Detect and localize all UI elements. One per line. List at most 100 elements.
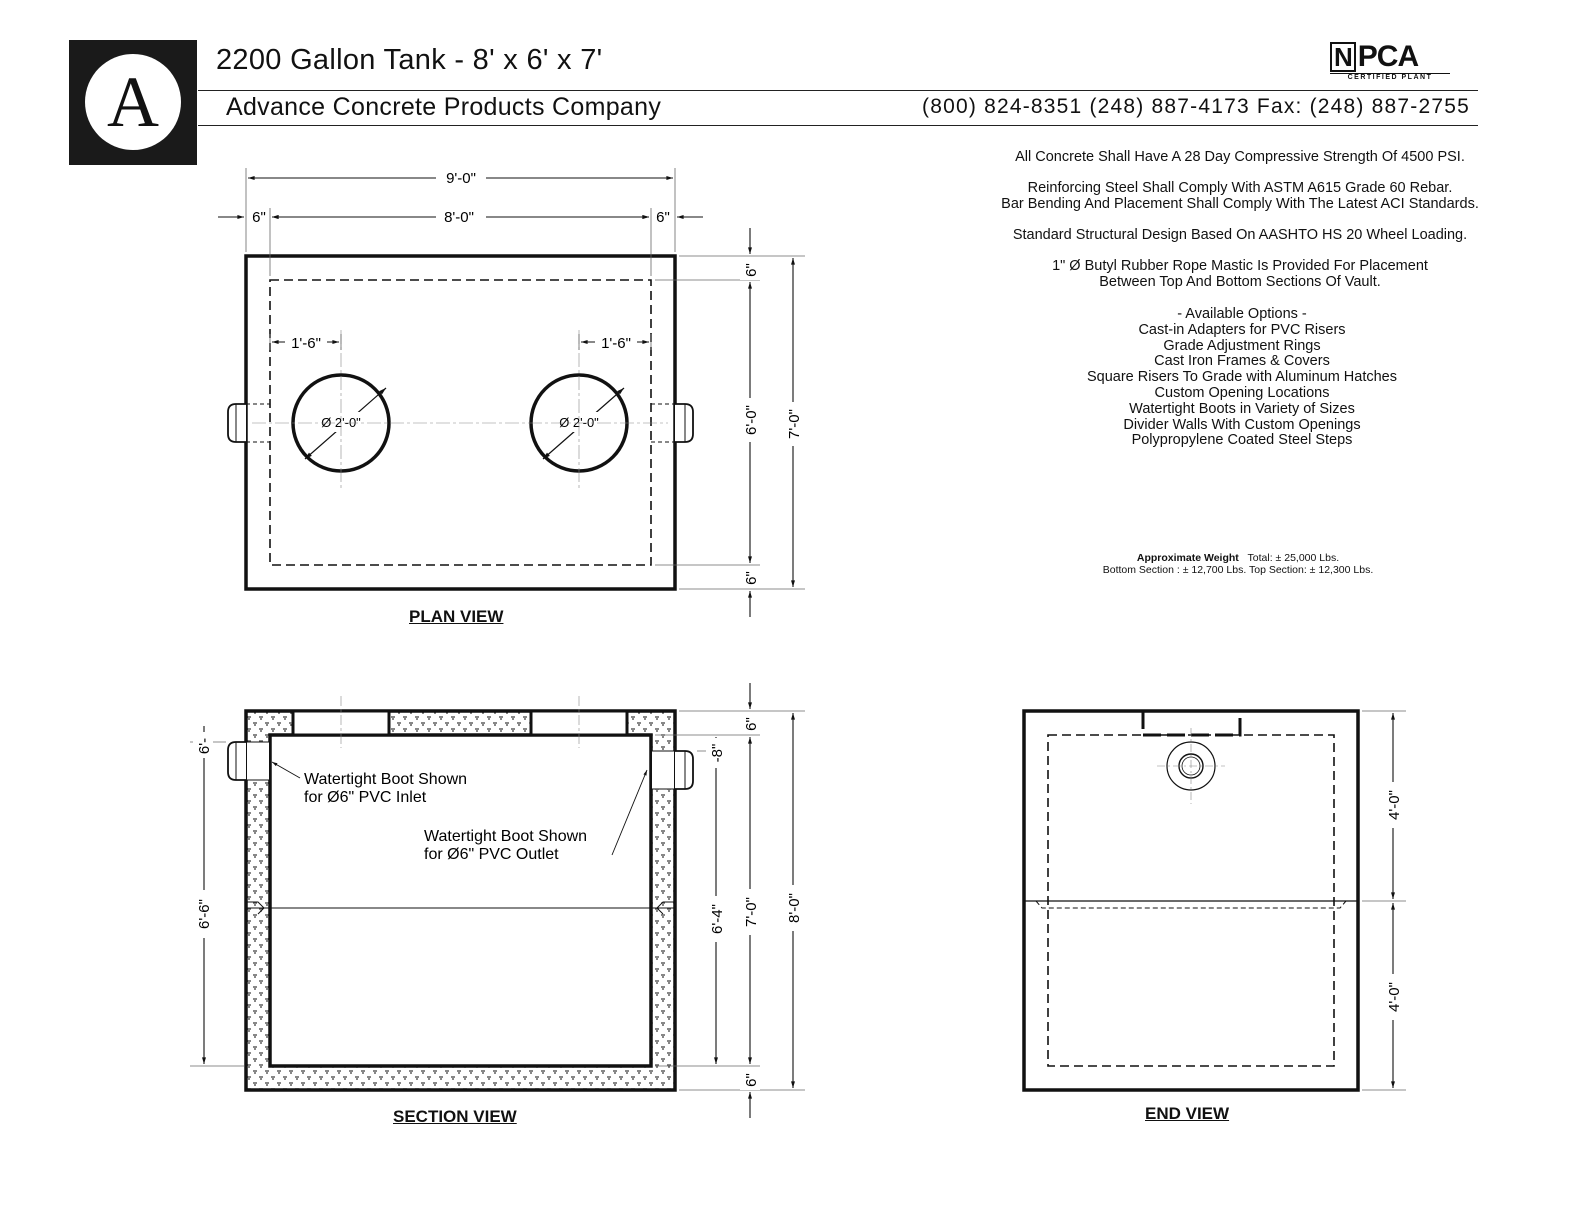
general-notes: All Concrete Shall Have A 28 Day Compres… [975, 149, 1505, 305]
option-item: Grade Adjustment Rings [1163, 337, 1321, 354]
dim-outer-width-text: 7'-0" [786, 409, 803, 439]
outlet-hole [652, 751, 674, 789]
label-bg [1383, 974, 1403, 1020]
option-item: Polypropylene Coated Steel Steps [1131, 432, 1353, 449]
inlet-boot-section [227, 741, 246, 781]
option-item: Square Risers To Grade with Aluminum Hat… [1086, 369, 1397, 386]
end-outlet-boot [1166, 741, 1216, 791]
label-bg [436, 207, 486, 225]
dim-inner-text: 8'-0" [444, 209, 474, 226]
label-bg [193, 732, 213, 758]
dim-top-wall-text: 6" [743, 263, 760, 277]
inlet-leader [271, 761, 301, 779]
dim-outlet-drop-text: -8" [709, 744, 726, 763]
inlet-boot-plan [227, 403, 246, 443]
label-bg [436, 168, 486, 186]
label-bg [285, 333, 327, 351]
dim-wall-left-text: 6" [252, 209, 266, 226]
company-name: Advance Concrete Products Company [226, 93, 662, 121]
outlet-note-1: Watertight Boot Shown [424, 828, 587, 845]
note-strength: All Concrete Shall Have A 28 Day Compres… [1015, 149, 1465, 165]
dim-bottom-slab-text: 6" [743, 1073, 760, 1087]
badge-sub: CERTIFIED PLANT [1330, 73, 1450, 81]
section-view: Watertight Boot Shown for Ø6" PVC Inlet … [190, 683, 805, 1118]
label-bg [740, 398, 760, 442]
label-bg [706, 738, 726, 768]
available-options: - Available Options - Cast-in Adapters f… [1040, 306, 1444, 449]
section-view-label: SECTION VIEW [393, 1107, 517, 1126]
extension-lines [1362, 710, 1406, 1091]
section-concrete-walls [244, 709, 677, 1092]
end-joint-key [1035, 900, 1347, 909]
dim-inner-width-text: 6'-0" [743, 405, 760, 435]
outlet-boot-plan [675, 403, 694, 443]
label-bg [249, 207, 269, 225]
plan-view-label: PLAN VIEW [409, 607, 504, 626]
label-bg [193, 890, 213, 938]
dim-bottom-section-text: 4'-0" [1386, 982, 1403, 1012]
option-item: Cast-in Adapters for PVC Risers [1138, 321, 1346, 338]
dim-offset-left-text: 1'-6" [291, 335, 321, 352]
extension-lines [245, 168, 676, 276]
dim-wall-right-text: 6" [656, 209, 670, 226]
option-item: Cast Iron Frames & Covers [1154, 353, 1330, 370]
end-opening [1141, 711, 1242, 737]
weight-sections: Bottom Section : ± 12,700 Lbs. Top Secti… [1102, 564, 1374, 576]
note-rebar-2: Bar Bending And Placement Shall Comply W… [1001, 196, 1479, 212]
label-bg [740, 258, 760, 280]
dim-outlet-height-text: 6'-4" [709, 904, 726, 934]
weight-total: Total: ± 25,000 Lbs. [1247, 552, 1340, 564]
outlet-leader [611, 769, 648, 856]
note-rebar-1: Reinforcing Steel Shall Comply With ASTM… [1027, 180, 1453, 196]
badge-letter: N [1330, 42, 1356, 72]
options-title: - Available Options - [1177, 306, 1307, 322]
label-bg [653, 207, 673, 225]
option-item: Divider Walls With Custom Openings [1123, 416, 1361, 433]
dim-top-section-text: 4'-0" [1386, 790, 1403, 820]
note-design: Standard Structural Design Based On AASH… [1012, 227, 1468, 243]
label-bg [783, 402, 803, 446]
dim-inlet-height-text: 6'-6" [196, 899, 213, 929]
header-rule [198, 125, 1478, 126]
label-bg [1383, 782, 1403, 828]
outlet-boot-section [675, 750, 694, 790]
option-item: Watertight Boots in Variety of Sizes [1129, 400, 1355, 417]
company-logo: A [69, 40, 197, 165]
dim-offset-right-text: 1'-6" [601, 335, 631, 352]
note-mastic-1: 1" Ø Butyl Rubber Rope Mastic Is Provide… [1052, 258, 1428, 274]
label-bg [706, 896, 726, 942]
drawing-title: 2200 Gallon Tank - 8' x 6' x 7' [216, 44, 603, 76]
label-bg [740, 712, 760, 734]
dim-outer-height-text: 8'-0" [786, 893, 803, 923]
outlet-note-2: for Ø6" PVC Outlet [424, 846, 559, 863]
extension-lines [655, 255, 805, 590]
weight-label: Approximate Weight [1136, 552, 1239, 564]
inlet-note-1: Watertight Boot Shown [304, 771, 467, 788]
logo-letter: A [85, 54, 181, 150]
note-mastic-2: Between Top And Bottom Sections Of Vault… [1099, 274, 1381, 290]
joint-key-right [656, 901, 675, 915]
weight-note: Approximate Weight Total: ± 25,000 Lbs. … [1060, 552, 1416, 576]
plan-view: Ø 2'-0" Ø 2'-0" 9'-0" [218, 168, 805, 617]
inlet-hole [247, 742, 269, 780]
end-view-label: END VIEW [1145, 1104, 1230, 1123]
option-item: Custom Opening Locations [1154, 384, 1330, 401]
phone-numbers: (800) 824-8351 (248) 887-4173 Fax: (248)… [922, 95, 1470, 118]
dim-inner-height-text: 7'-0" [743, 897, 760, 927]
inlet-note-2: for Ø6" PVC Inlet [304, 789, 427, 806]
end-view: 4'-0" 4'-0" [1022, 709, 1406, 1092]
label-bg [595, 333, 637, 351]
dim-overall-text: 9'-0" [446, 170, 476, 187]
badge-main: PCA [1357, 40, 1419, 73]
title-rule [198, 90, 1478, 91]
joint-key-left [246, 901, 265, 915]
dim-top-slab-text: 6" [743, 717, 760, 731]
label-bg [740, 889, 760, 935]
label-bg [783, 885, 803, 931]
label-bg [740, 1068, 760, 1090]
dim-inlet-top-text: 6'- [196, 738, 213, 754]
plan-inner-wall [269, 279, 652, 566]
